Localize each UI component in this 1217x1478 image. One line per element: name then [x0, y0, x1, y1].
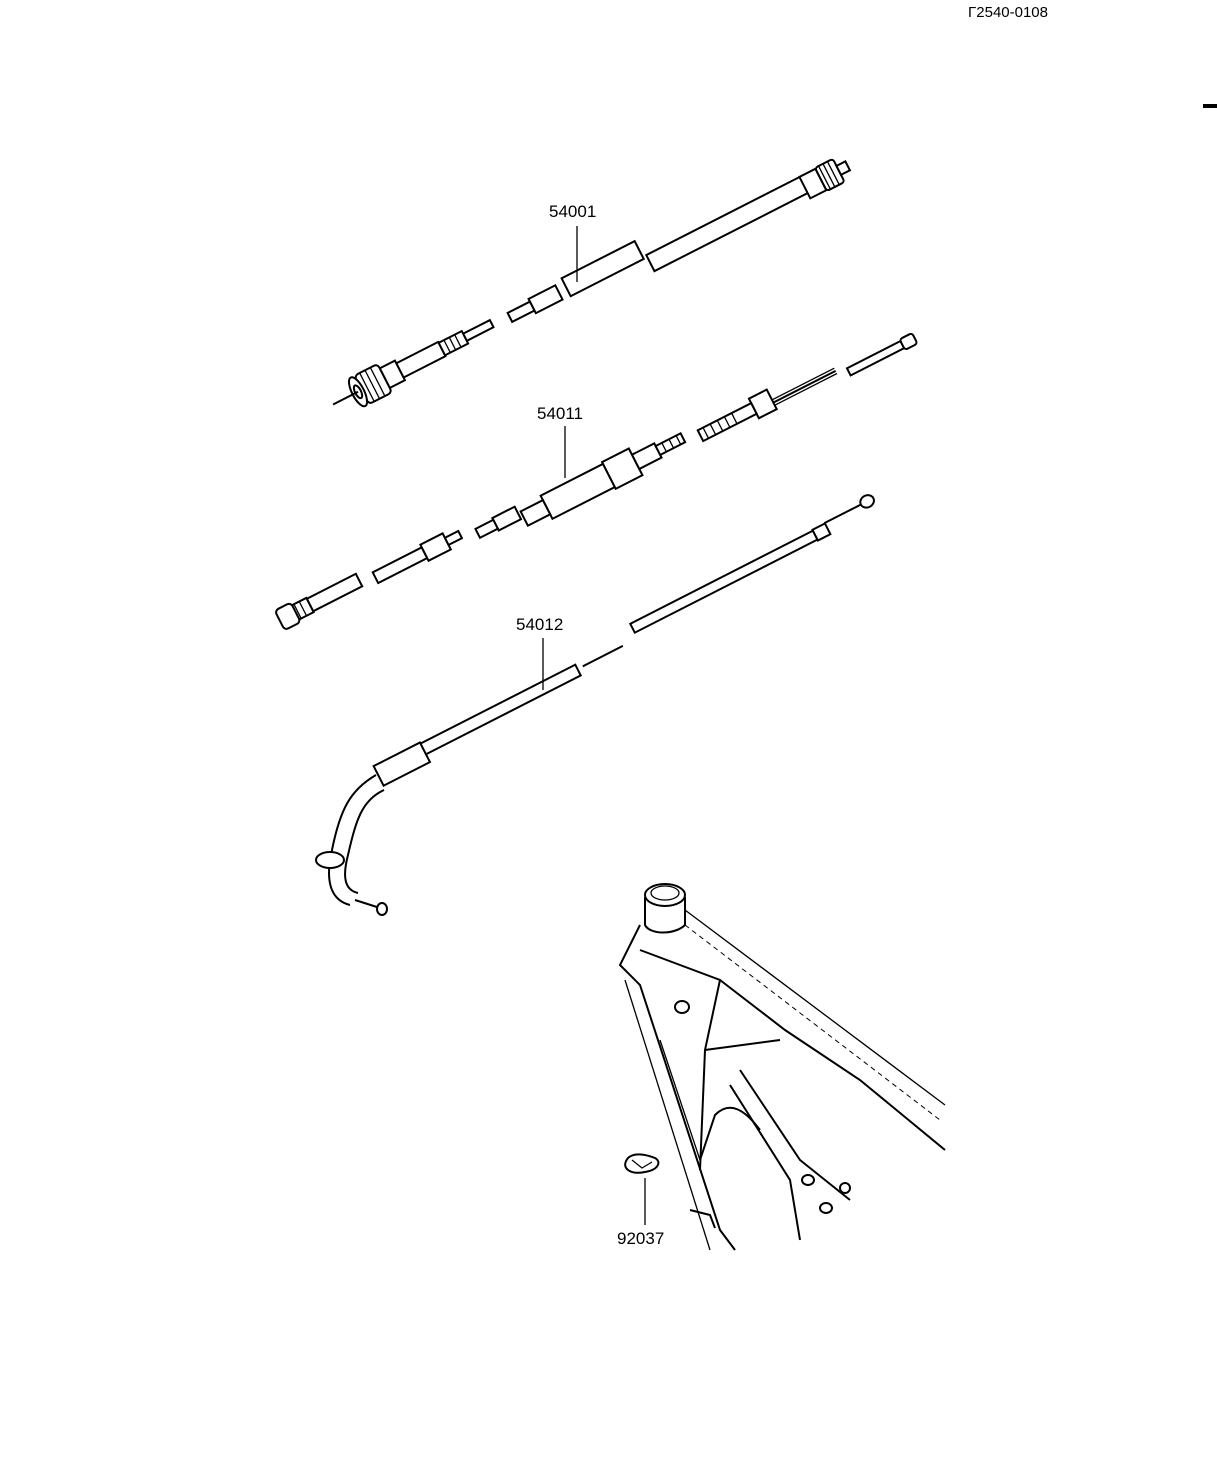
- edge-mark: [1203, 104, 1217, 108]
- part-number-54011: 54011: [537, 404, 583, 423]
- cable-clamp: [624, 1153, 660, 1174]
- part-number-54001: 54001: [549, 202, 596, 221]
- throttle-cable: [315, 494, 875, 916]
- speedometer-cable: [332, 158, 852, 408]
- clutch-cable: [275, 332, 918, 630]
- part-number-92037: 92037: [617, 1229, 664, 1248]
- reference-code: Γ2540-0108: [968, 4, 1048, 21]
- frame-illustration: [618, 883, 946, 1251]
- part-number-54012: 54012: [516, 615, 563, 634]
